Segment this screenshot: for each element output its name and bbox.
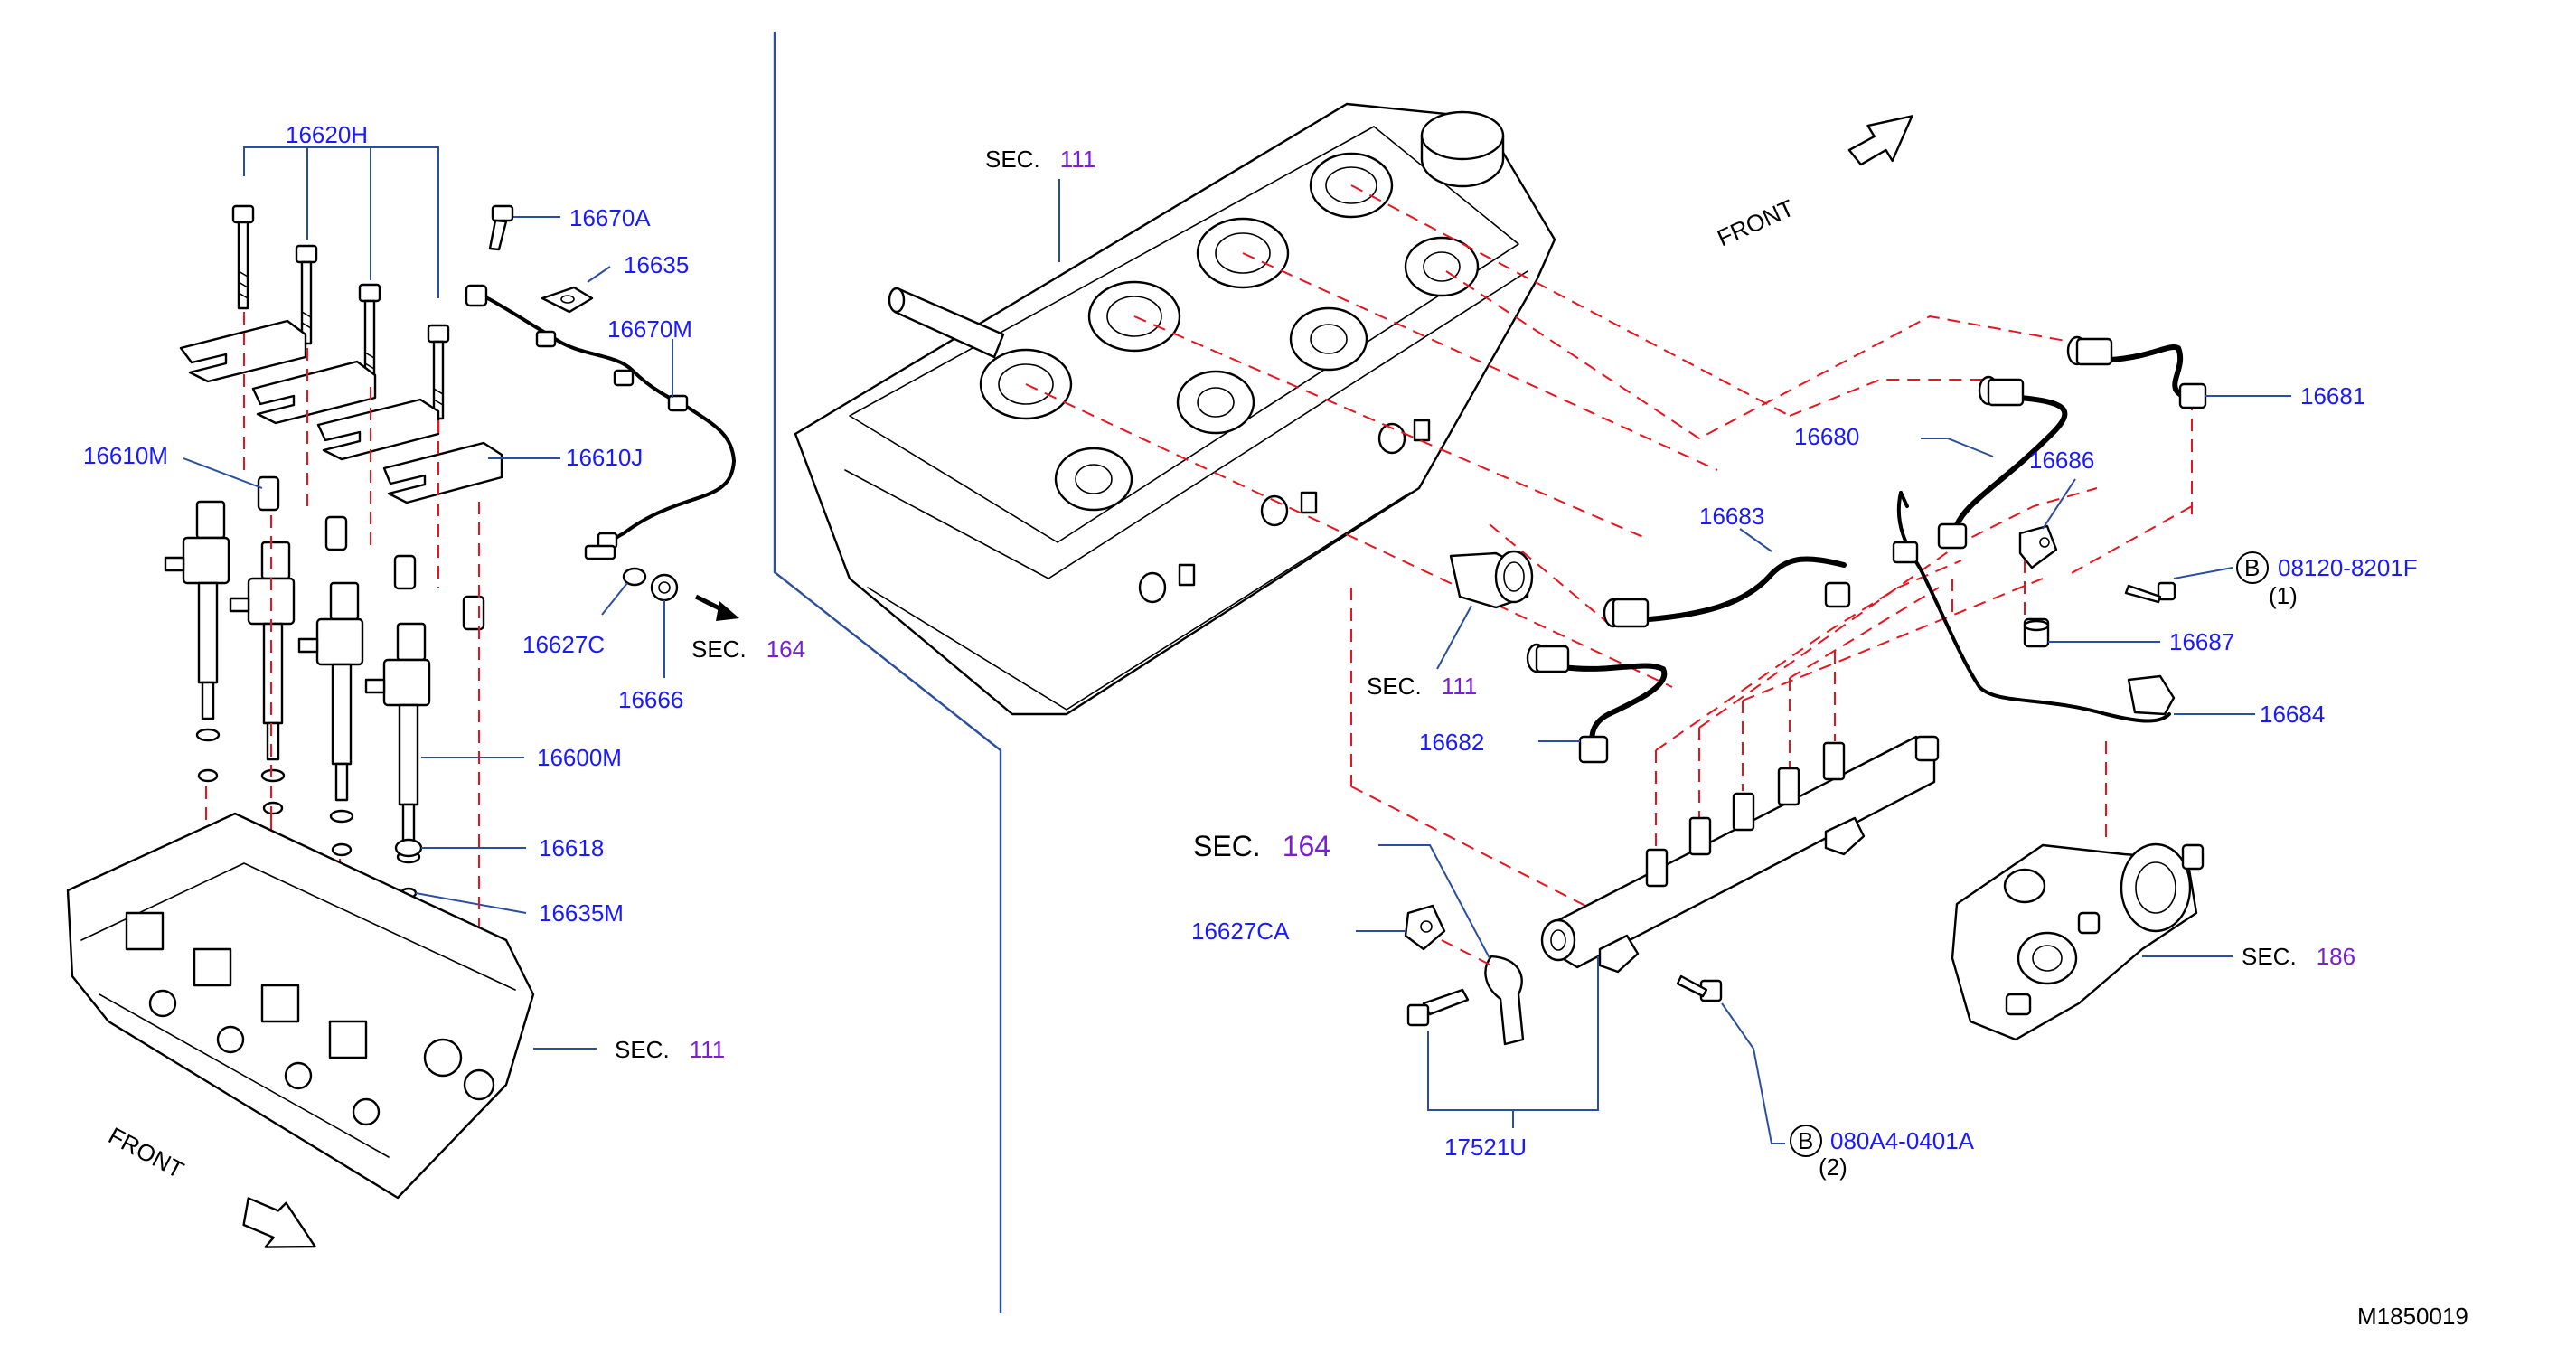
label-16684: 16684 xyxy=(2260,701,2325,728)
fuel-tube-16683 xyxy=(1603,528,1851,628)
front-label-right: FRONT xyxy=(1713,194,1798,252)
sec-ref-left-head: SEC.111 xyxy=(615,1036,725,1063)
label-16666: 16666 xyxy=(618,686,683,713)
label-16670m: 16670M xyxy=(607,315,692,343)
common-rail xyxy=(1540,735,1940,1157)
injector-washers xyxy=(197,768,527,914)
injector-clamps xyxy=(179,319,560,504)
fuel-pump xyxy=(1951,842,2233,1041)
label-16681: 16681 xyxy=(2300,382,2365,409)
front-arrow-right xyxy=(1847,115,1913,166)
fuel-tube-16681 xyxy=(2066,335,2291,409)
front-arrow-left xyxy=(242,1197,316,1248)
section-references: SEC.111 SEC.164 SEC.111 SEC.111 SEC.164 … xyxy=(615,146,2355,1063)
cylinder-head-left xyxy=(66,812,597,1200)
label-17521u: 17521U xyxy=(1444,1134,1527,1161)
label-16635m: 16635M xyxy=(539,899,624,927)
section-divider xyxy=(773,32,1002,1313)
fuel-return-tube xyxy=(1892,491,2255,723)
rail-sensor-parts xyxy=(1356,844,1599,1128)
sec-ref-head-cover: SEC.111 xyxy=(985,146,1095,173)
cylinder-head-cover xyxy=(794,102,1556,716)
bolt-part-1: 08120-8201F xyxy=(2278,554,2418,581)
sec-ref-pump: SEC.186 xyxy=(2242,943,2355,970)
bolt-qty-2: (2) xyxy=(1819,1153,1847,1181)
injector-spacers xyxy=(183,457,485,631)
diagram-code: M1850019 xyxy=(2357,1303,2468,1330)
label-16618: 16618 xyxy=(539,834,604,861)
bolt-marker-2: B xyxy=(1798,1127,1813,1154)
label-16620h: 16620H xyxy=(286,121,368,148)
sec-ref-grommet: SEC.111 xyxy=(1367,673,1477,700)
label-16683: 16683 xyxy=(1699,503,1764,530)
label-16686: 16686 xyxy=(2029,447,2094,474)
label-16670a: 16670A xyxy=(569,204,651,231)
right-alignment-lines xyxy=(1025,184,2193,909)
label-16610j: 16610J xyxy=(566,444,643,471)
fuel-injectors xyxy=(164,500,524,864)
label-16680: 16680 xyxy=(1794,423,1859,450)
sec-ref-rail-harness: SEC.164 xyxy=(1193,830,1330,862)
bolt-callouts: B 08120-8201F (1) B 080A4-0401A (2) xyxy=(1798,554,2418,1181)
label-16635: 16635 xyxy=(624,251,689,278)
label-16627ca: 16627CA xyxy=(1191,918,1290,945)
sec-ref-left-harness: SEC.164 xyxy=(691,635,805,663)
fuel-tube-16682 xyxy=(1526,643,1668,764)
front-label-left: FRONT xyxy=(104,1122,188,1184)
bolt-marker-1: B xyxy=(2244,554,2260,581)
label-16682: 16682 xyxy=(1419,729,1484,756)
label-16610m: 16610M xyxy=(83,442,168,469)
injector-harness xyxy=(465,204,739,678)
bracket-parts xyxy=(2018,478,2269,648)
bolt-part-2: 080A4-0401A xyxy=(1830,1127,1975,1154)
label-16627c: 16627C xyxy=(522,631,605,658)
grommet xyxy=(1436,550,1534,670)
bolt-qty-1: (1) xyxy=(2269,582,2298,609)
fuel-tube-16680 xyxy=(1921,375,2068,550)
label-16687: 16687 xyxy=(2169,628,2234,655)
label-16600m: 16600M xyxy=(537,744,622,771)
part-labels: 16620H 16670A 16635 16670M 16610M 16610J… xyxy=(83,121,2365,1161)
